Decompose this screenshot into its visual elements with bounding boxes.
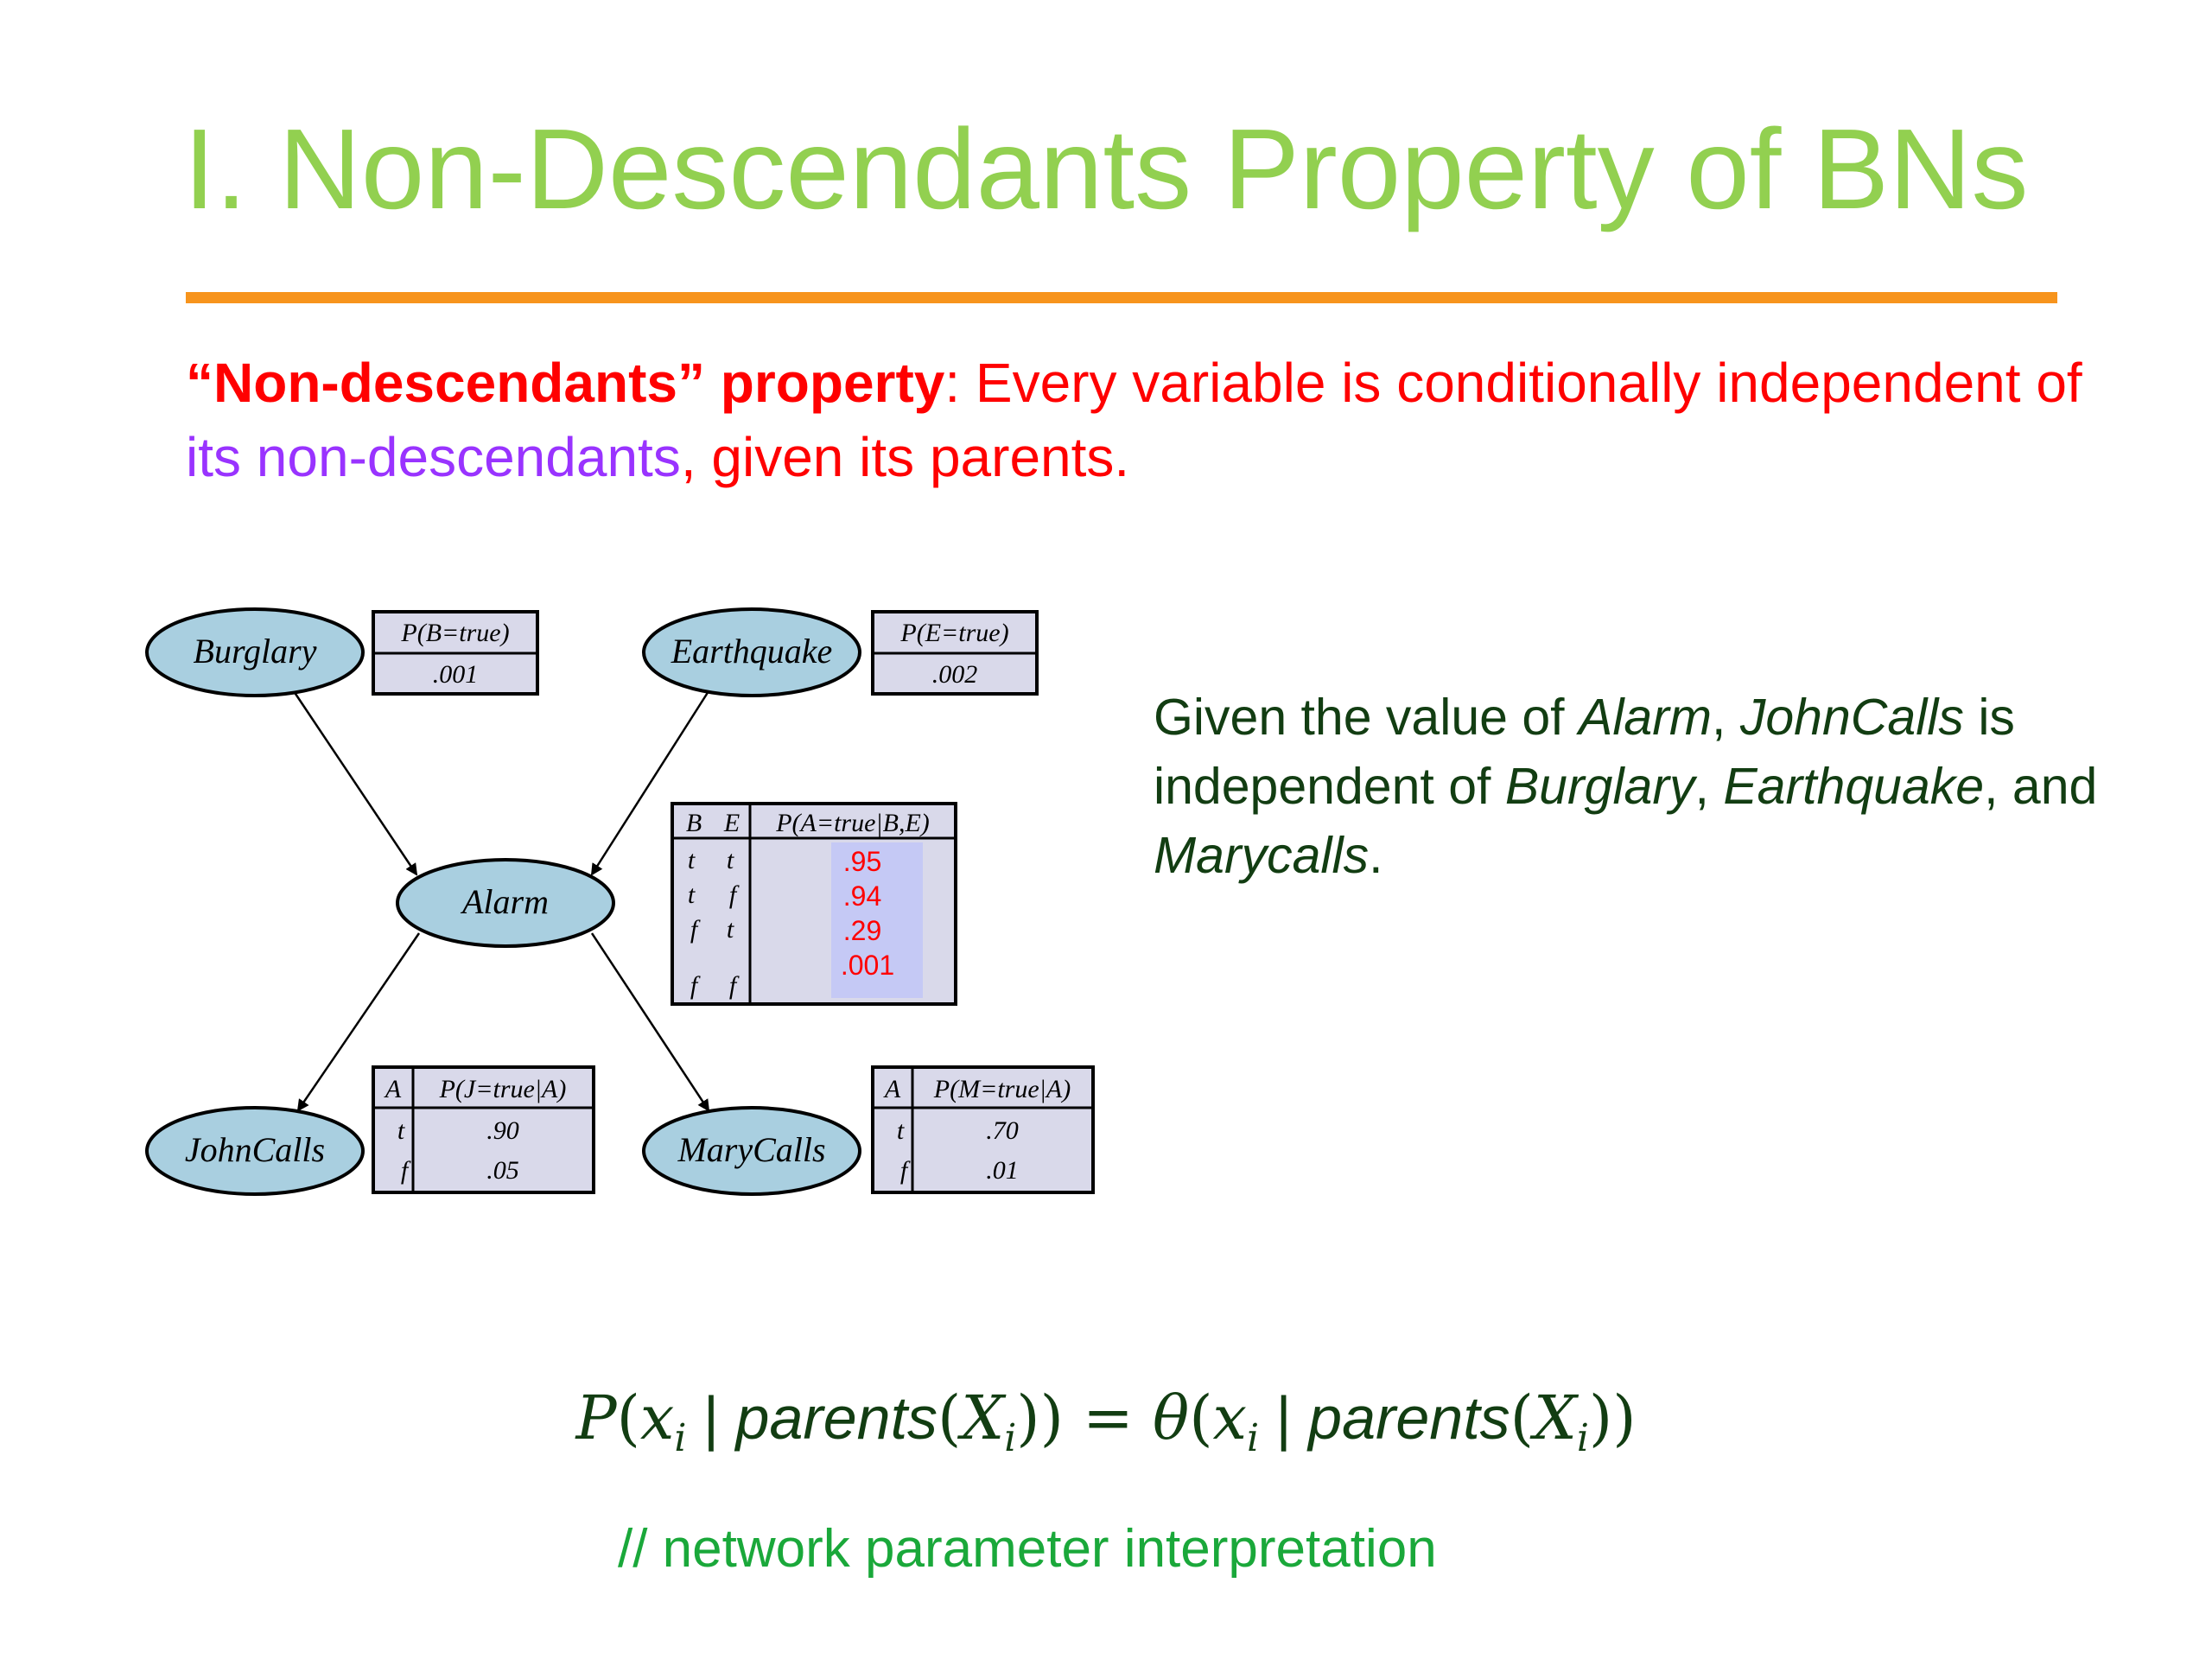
cpt-alarm-col-b: B	[686, 809, 702, 837]
cpt-marycalls-row-p: .70	[986, 1116, 1019, 1145]
cpt-earthquake-value: .002	[932, 660, 978, 689]
formula-eq: =	[1063, 1382, 1154, 1453]
cpt-johncalls-header: P(J=true|A)	[439, 1075, 567, 1103]
edge-burglary-alarm	[292, 690, 418, 876]
definition-text-b: , given its parents.	[680, 426, 1130, 488]
cpt-alarm-row-b: t	[688, 880, 696, 909]
cpt-alarm-row-e: t	[727, 846, 734, 874]
cpt-burglary-value: .001	[433, 660, 479, 689]
formula-comment: // network parameter interpretation	[618, 1519, 1437, 1579]
cpt-johncalls-row-p: .90	[486, 1116, 519, 1145]
formula-parents: parents	[735, 1384, 938, 1452]
cpt-earthquake: P(E=true) .002	[871, 610, 1039, 696]
definition-text-a: : Every variable is conditionally indepe…	[944, 352, 2082, 414]
edge-alarm-johncalls	[296, 932, 421, 1112]
formula-x: x	[1212, 1382, 1247, 1453]
note-alarm: Alarm	[1578, 689, 1713, 746]
note-text: , and	[1984, 758, 2098, 815]
cpt-marycalls-header: P(M=true|A)	[933, 1075, 1071, 1103]
cpt-alarm-highlight	[831, 842, 923, 998]
formula-paren: (	[1189, 1382, 1213, 1453]
formula-sub: i	[1576, 1416, 1589, 1460]
node-burglary: Burglary	[145, 607, 365, 697]
node-marycalls: MaryCalls	[642, 1106, 861, 1196]
definition-term: “Non-descendants” property	[186, 352, 945, 414]
formula-sub: i	[674, 1416, 687, 1460]
note-earthquake: Earthquake	[1723, 758, 1985, 815]
cpt-alarm: B E P(A=true|B,E) t t .95 t f .94 f t .2…	[671, 802, 957, 1006]
cpt-burglary: P(B=true) .001	[372, 610, 539, 696]
definition-text: “Non-descendants” property: Every variab…	[186, 346, 2130, 494]
note-burglary: Burglary	[1504, 758, 1695, 815]
note-text: .	[1369, 827, 1383, 884]
note-text: ,	[1694, 758, 1724, 815]
cpt-johncalls-row-a: t	[397, 1116, 405, 1145]
node-burglary-label: Burglary	[194, 632, 317, 671]
cpt-alarm-row: t t .95	[688, 846, 881, 877]
cpt-alarm-col-e: E	[723, 809, 740, 837]
node-marycalls-label: MaryCalls	[677, 1130, 825, 1169]
cpt-alarm-row: f f .001	[690, 950, 894, 1000]
formula-paren: (	[938, 1382, 962, 1453]
cpt-marycalls-row-a: t	[897, 1116, 905, 1145]
title-divider	[186, 292, 2057, 303]
note-marycalls: Marycalls	[1154, 827, 1370, 884]
slide-title: I. Non-Descendants Property of BNs	[183, 105, 2029, 232]
formula-close: ))	[1588, 1382, 1637, 1453]
cpt-johncalls-col-a: A	[384, 1075, 402, 1103]
independence-note: Given the value of Alarm, JohnCalls is i…	[1154, 683, 2190, 890]
formula-close: ))	[1016, 1382, 1064, 1453]
node-earthquake-label: Earthquake	[671, 632, 833, 671]
cpt-alarm-row-p: .001	[841, 950, 894, 981]
cpt-marycalls: A P(M=true|A) t .70 f .01	[871, 1065, 1095, 1194]
note-text: ,	[1712, 689, 1740, 746]
formula-sub: i	[1004, 1416, 1017, 1460]
formula-theta: θ	[1153, 1382, 1190, 1453]
formula-X: X	[1533, 1382, 1577, 1453]
cpt-alarm-row-e: t	[727, 915, 734, 944]
cpt-alarm-row-b: t	[688, 846, 696, 874]
note-text: is independent of	[1154, 689, 2015, 815]
formula-paren: (	[1510, 1382, 1534, 1453]
formula-X: X	[961, 1382, 1005, 1453]
formula-bar: |	[686, 1384, 736, 1452]
cpt-marycalls-col-a: A	[883, 1075, 901, 1103]
cpt-alarm-row-p: .95	[843, 846, 881, 877]
cpt-marycalls-row-p: .01	[986, 1156, 1019, 1185]
edge-earthquake-alarm	[590, 690, 710, 876]
node-johncalls-label: JohnCalls	[185, 1130, 325, 1169]
cpt-johncalls: A P(J=true|A) t .90 f .05	[372, 1065, 595, 1194]
formula-bar: |	[1259, 1384, 1309, 1452]
formula-x: x	[639, 1382, 675, 1453]
edge-alarm-marycalls	[590, 932, 710, 1112]
formula-paren: (	[616, 1382, 640, 1453]
cpt-alarm-row-p: .29	[843, 915, 881, 946]
formula-parents: parents	[1308, 1384, 1510, 1452]
formula-sub: i	[1247, 1416, 1260, 1460]
cpt-johncalls-row-p: .05	[486, 1156, 519, 1185]
cpt-alarm-header: P(A=true|B,E)	[775, 809, 930, 837]
cpt-earthquake-header: P(E=true)	[899, 619, 1008, 647]
node-earthquake: Earthquake	[642, 607, 861, 697]
node-alarm-label: Alarm	[460, 882, 549, 921]
cpt-alarm-row: t f .94	[688, 880, 881, 912]
cpt-burglary-header: P(B=true)	[400, 619, 509, 647]
parameter-formula: P(xi | parents(Xi)) = θ(xi | parents(Xi)…	[0, 1382, 2212, 1460]
formula-p: P	[575, 1382, 617, 1453]
note-johncalls: JohnCalls	[1739, 689, 1964, 746]
definition-highlight: its non-descendants	[186, 426, 681, 488]
cpt-alarm-row-p: .94	[843, 880, 881, 912]
note-text: Given the value of	[1154, 689, 1579, 746]
node-alarm: Alarm	[396, 858, 615, 948]
node-johncalls: JohnCalls	[145, 1106, 365, 1196]
